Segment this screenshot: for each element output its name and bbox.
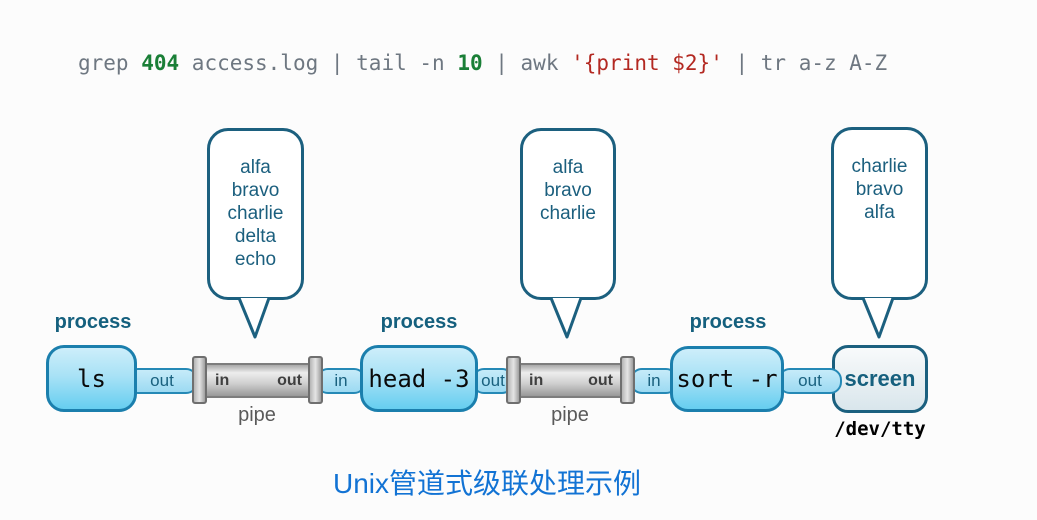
callout-bubble-2: alfa bravo charlie — [520, 128, 616, 300]
command-segment: | awk — [482, 51, 572, 75]
command-number: 404 — [141, 51, 180, 75]
pipe-out-label: out — [277, 371, 302, 389]
pipe-out-label: out — [588, 371, 613, 389]
screen-box: screen — [832, 345, 928, 413]
callout-bubble-1: alfa bravo charlie delta echo — [207, 128, 304, 300]
screen-label: screen — [844, 366, 916, 391]
callout-line: alfa — [864, 202, 895, 223]
command-segment: grep — [78, 51, 142, 75]
pipe-flange-right-2 — [620, 356, 635, 404]
pipe-caption-2: pipe — [551, 404, 589, 426]
pipe-body-1: in out — [199, 363, 316, 398]
process-label-2: process — [380, 311, 458, 333]
connector-label: out — [481, 371, 505, 390]
pipe-in-label: in — [215, 371, 230, 389]
callout-tail — [237, 297, 271, 339]
connector-label: out — [150, 371, 174, 390]
callout-line: alfa — [552, 157, 584, 178]
process-box-head: head -3 — [360, 345, 478, 412]
callout-bubble-3: charlie bravo alfa — [831, 127, 928, 300]
pipe-flange-left-2 — [506, 356, 521, 404]
process-box-sort: sort -r — [670, 346, 784, 412]
connector-label: in — [647, 371, 661, 390]
callout-tail — [861, 297, 895, 339]
connector-label: out — [798, 371, 822, 390]
command-segment: | tr a-z A-Z — [722, 51, 888, 75]
callout-tail — [549, 297, 583, 339]
pipe-flange-left-1 — [192, 356, 207, 404]
callout-line: charlie — [227, 203, 284, 224]
callout-line: charlie — [540, 203, 596, 224]
process-command: head -3 — [368, 364, 470, 393]
callout-line: alfa — [240, 157, 271, 178]
process-box-ls: ls — [46, 345, 137, 412]
connector-label: in — [334, 371, 348, 390]
callout-line: bravo — [544, 180, 592, 201]
command-string: '{print $2}' — [571, 51, 723, 75]
device-path: /dev/tty — [834, 418, 926, 440]
callout-line: bravo — [231, 180, 280, 201]
process-command: sort -r — [676, 365, 778, 393]
command-line: grep 404 access.log | tail -n 10 | awk '… — [78, 51, 887, 75]
stream-connector-1: out — [126, 368, 198, 394]
callout-line: bravo — [855, 179, 904, 200]
command-number: 10 — [457, 51, 483, 75]
process-label-1: process — [54, 311, 132, 333]
pipe-caption-1: pipe — [238, 404, 276, 426]
pipe-body-2: in out — [513, 363, 627, 398]
callout-line: charlie — [851, 156, 908, 177]
process-command: ls — [77, 364, 106, 393]
stream-connector-2: in — [316, 368, 366, 394]
process-label-3: process — [689, 311, 767, 333]
diagram-title: Unix管道式级联处理示例 — [333, 468, 642, 499]
command-segment: access.log | tail -n — [179, 51, 458, 75]
callout-line: delta — [234, 226, 277, 247]
pipe-in-label: in — [529, 371, 544, 389]
callout-line: echo — [234, 249, 277, 270]
stream-connector-5: out — [778, 368, 842, 394]
pipe-flange-right-1 — [308, 356, 323, 404]
